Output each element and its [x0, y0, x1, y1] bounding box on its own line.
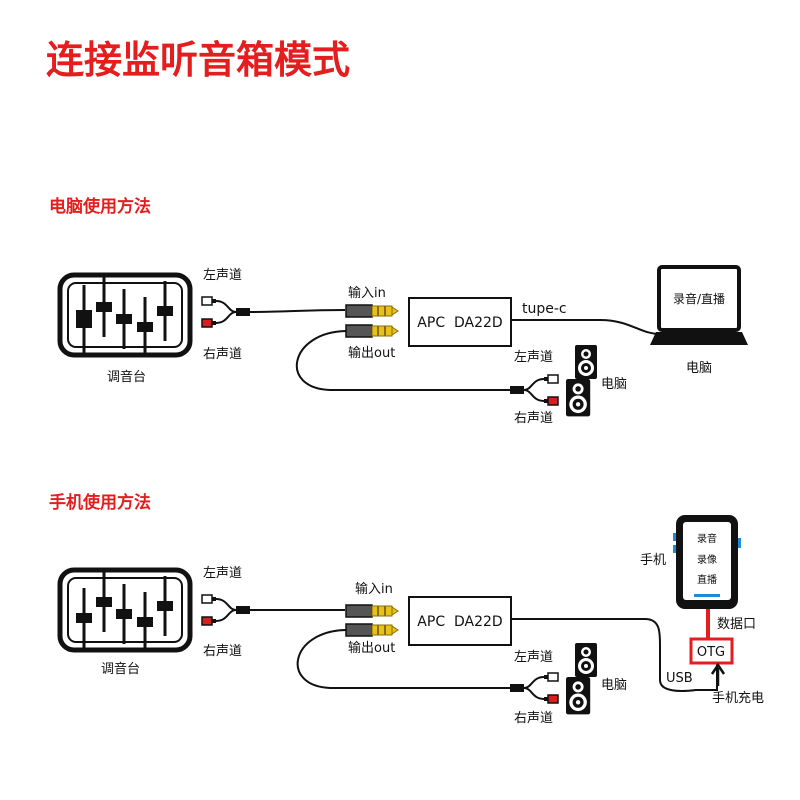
speaker-right-label: 右声道	[514, 411, 553, 426]
laptop-label: 电脑	[686, 361, 712, 376]
left-channel-label: 左声道	[203, 566, 242, 581]
device-box	[408, 297, 512, 347]
rca-plug-icon	[509, 374, 559, 406]
cable-line	[511, 319, 661, 335]
speaker-icon	[575, 345, 597, 379]
rca-plug-icon	[201, 296, 251, 328]
phone-icon	[673, 515, 741, 609]
input-label: 输入in	[348, 285, 386, 301]
speaker-right-label: 右声道	[514, 711, 553, 726]
phone-screen-line: 录像	[697, 554, 717, 566]
rca-plug-icon	[509, 672, 559, 704]
laptop-screen-text: 录音/直播	[673, 291, 725, 306]
output-jack-icon	[345, 623, 399, 637]
section-heading: 电脑使用方法	[49, 196, 151, 217]
cable-line	[249, 309, 346, 313]
arrow-up-icon	[710, 662, 726, 686]
device-label: APC DA22D	[417, 315, 502, 331]
otg-box	[689, 637, 734, 665]
right-channel-label: 右声道	[203, 347, 242, 362]
speaker-left-label: 左声道	[514, 650, 553, 665]
speaker-icon	[566, 677, 591, 715]
cable-line	[511, 618, 718, 692]
device-box	[408, 596, 512, 646]
phone-screen-line: 直播	[697, 573, 717, 586]
cable-line	[295, 330, 510, 391]
input-label: 输入in	[355, 581, 393, 597]
mixer-icon	[60, 570, 190, 652]
mixer-label: 调音台	[101, 661, 140, 677]
section-computer: 电脑使用方法 调音台 左声道 右声道 输入in 输出out APC DA22D …	[49, 196, 748, 426]
phone-label: 手机	[640, 553, 666, 568]
output-label: 输出out	[348, 640, 395, 656]
page-title: 连接监听音箱模式	[46, 38, 350, 82]
rca-plug-icon	[201, 594, 251, 626]
laptop-icon	[650, 265, 748, 345]
cable-line	[296, 629, 510, 689]
data-port-line	[706, 609, 710, 639]
device-label: APC DA22D	[417, 614, 502, 630]
cable-label: tupe-c	[522, 301, 567, 317]
usb-label: USB	[666, 671, 693, 686]
otg-label: OTG	[697, 645, 725, 660]
speaker-device-label: 电脑	[601, 377, 627, 392]
output-label: 输出out	[348, 345, 395, 361]
section-heading: 手机使用方法	[49, 492, 151, 513]
mixer-icon	[60, 275, 190, 357]
input-jack-icon	[345, 304, 399, 318]
speaker-left-label: 左声道	[514, 350, 553, 365]
speaker-icon	[575, 643, 597, 677]
charge-label: 手机充电	[712, 690, 764, 706]
speaker-device-label: 电脑	[601, 678, 627, 693]
output-jack-icon	[345, 324, 399, 338]
section-phone: 手机使用方法 调音台 左声道 右声道 输入in 输出out APC DA22D …	[49, 492, 764, 726]
data-port-label: 数据口	[717, 617, 756, 632]
mixer-label: 调音台	[107, 369, 146, 385]
speaker-icon	[566, 379, 591, 417]
right-channel-label: 右声道	[203, 644, 242, 659]
left-channel-label: 左声道	[203, 268, 242, 283]
input-jack-icon	[345, 604, 399, 618]
phone-screen-line: 录音	[697, 532, 717, 545]
